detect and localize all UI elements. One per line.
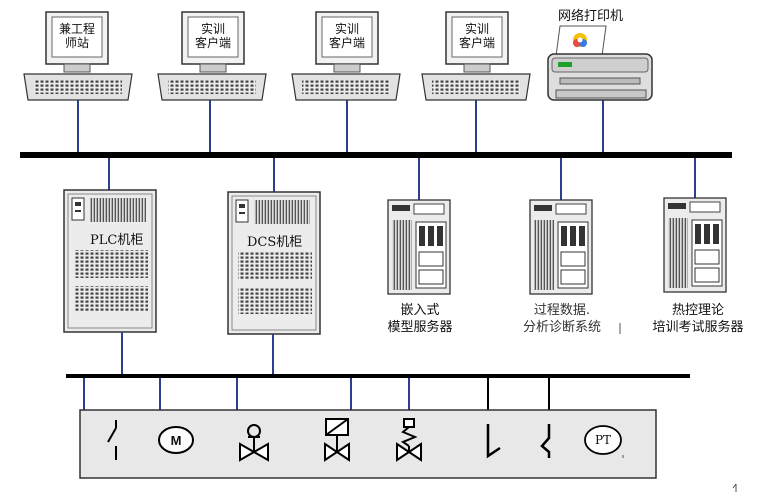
spring-valve-icon [396,418,422,462]
server-process-data-line1: 过程数据. [533,303,591,318]
server-embedded-label: 嵌入式 模型服务器 [385,302,455,336]
workstation-4-label: 实训 客户端 [451,22,503,50]
server-training-exam-line1: 热控理论 [671,303,724,318]
motor-symbol-text: M [170,433,182,448]
server-embedded-line1: 嵌入式 [400,303,440,318]
workstation-2-label: 实训 客户端 [187,22,239,50]
plc-cabinet [63,189,157,333]
workstation-1-label: 兼工程 师站 [51,22,103,50]
workstation-4 [421,11,531,101]
workstation-2-line2: 客户端 [194,36,231,50]
server-training-exam-label: 热控理论 培训考试服务器 [636,302,760,336]
workstation-3 [291,11,401,101]
workstation-2 [157,11,267,101]
solenoid-valve-icon [324,418,350,462]
workstation-1 [23,11,133,101]
workstation-4-line2: 客户端 [458,36,495,50]
workstation-3-line1: 实训 [334,22,359,36]
workstation-2-line1: 实训 [200,22,225,36]
server-training-exam [663,197,727,293]
workstation-3-line2: 客户端 [328,36,365,50]
server-process-data [529,199,593,295]
top-network-bus [20,152,732,158]
server-process-data-line2: 分析诊断系统 [522,320,601,335]
field-device-links [83,378,410,410]
field-device-links-black [487,378,550,410]
plc-cabinet-label: PLC机柜 [90,233,144,248]
printer-icon [547,25,653,101]
printer-label: 网络打印机 [558,9,624,24]
pt-symbol-text: PT [594,433,612,447]
level-sensor-icon [486,424,501,459]
control-valve-icon [239,424,269,462]
thermocouple-icon [540,424,551,458]
workstation-4-line1: 实训 [464,22,489,36]
workstation-links [77,100,604,152]
field-bus [66,374,690,378]
workstation-1-line1: 兼工程 [58,22,95,36]
pressure-transmitter-icon [584,425,622,455]
switch-icon [107,420,117,460]
fieldbus-uplinks [121,332,274,374]
device-links [108,158,696,200]
decor-marks [619,323,737,492]
server-embedded [387,199,451,295]
dcs-cabinet [227,191,321,335]
server-embedded-line2: 模型服务器 [387,320,453,335]
motor-icon [158,426,194,454]
server-training-exam-line2: 培训考试服务器 [652,320,744,335]
server-process-data-label: 过程数据. 分析诊断系统 [510,302,614,336]
workstation-3-label: 实训 客户端 [321,22,373,50]
workstation-1-line2: 师站 [64,36,89,50]
dcs-cabinet-label: DCS机柜 [247,235,303,250]
